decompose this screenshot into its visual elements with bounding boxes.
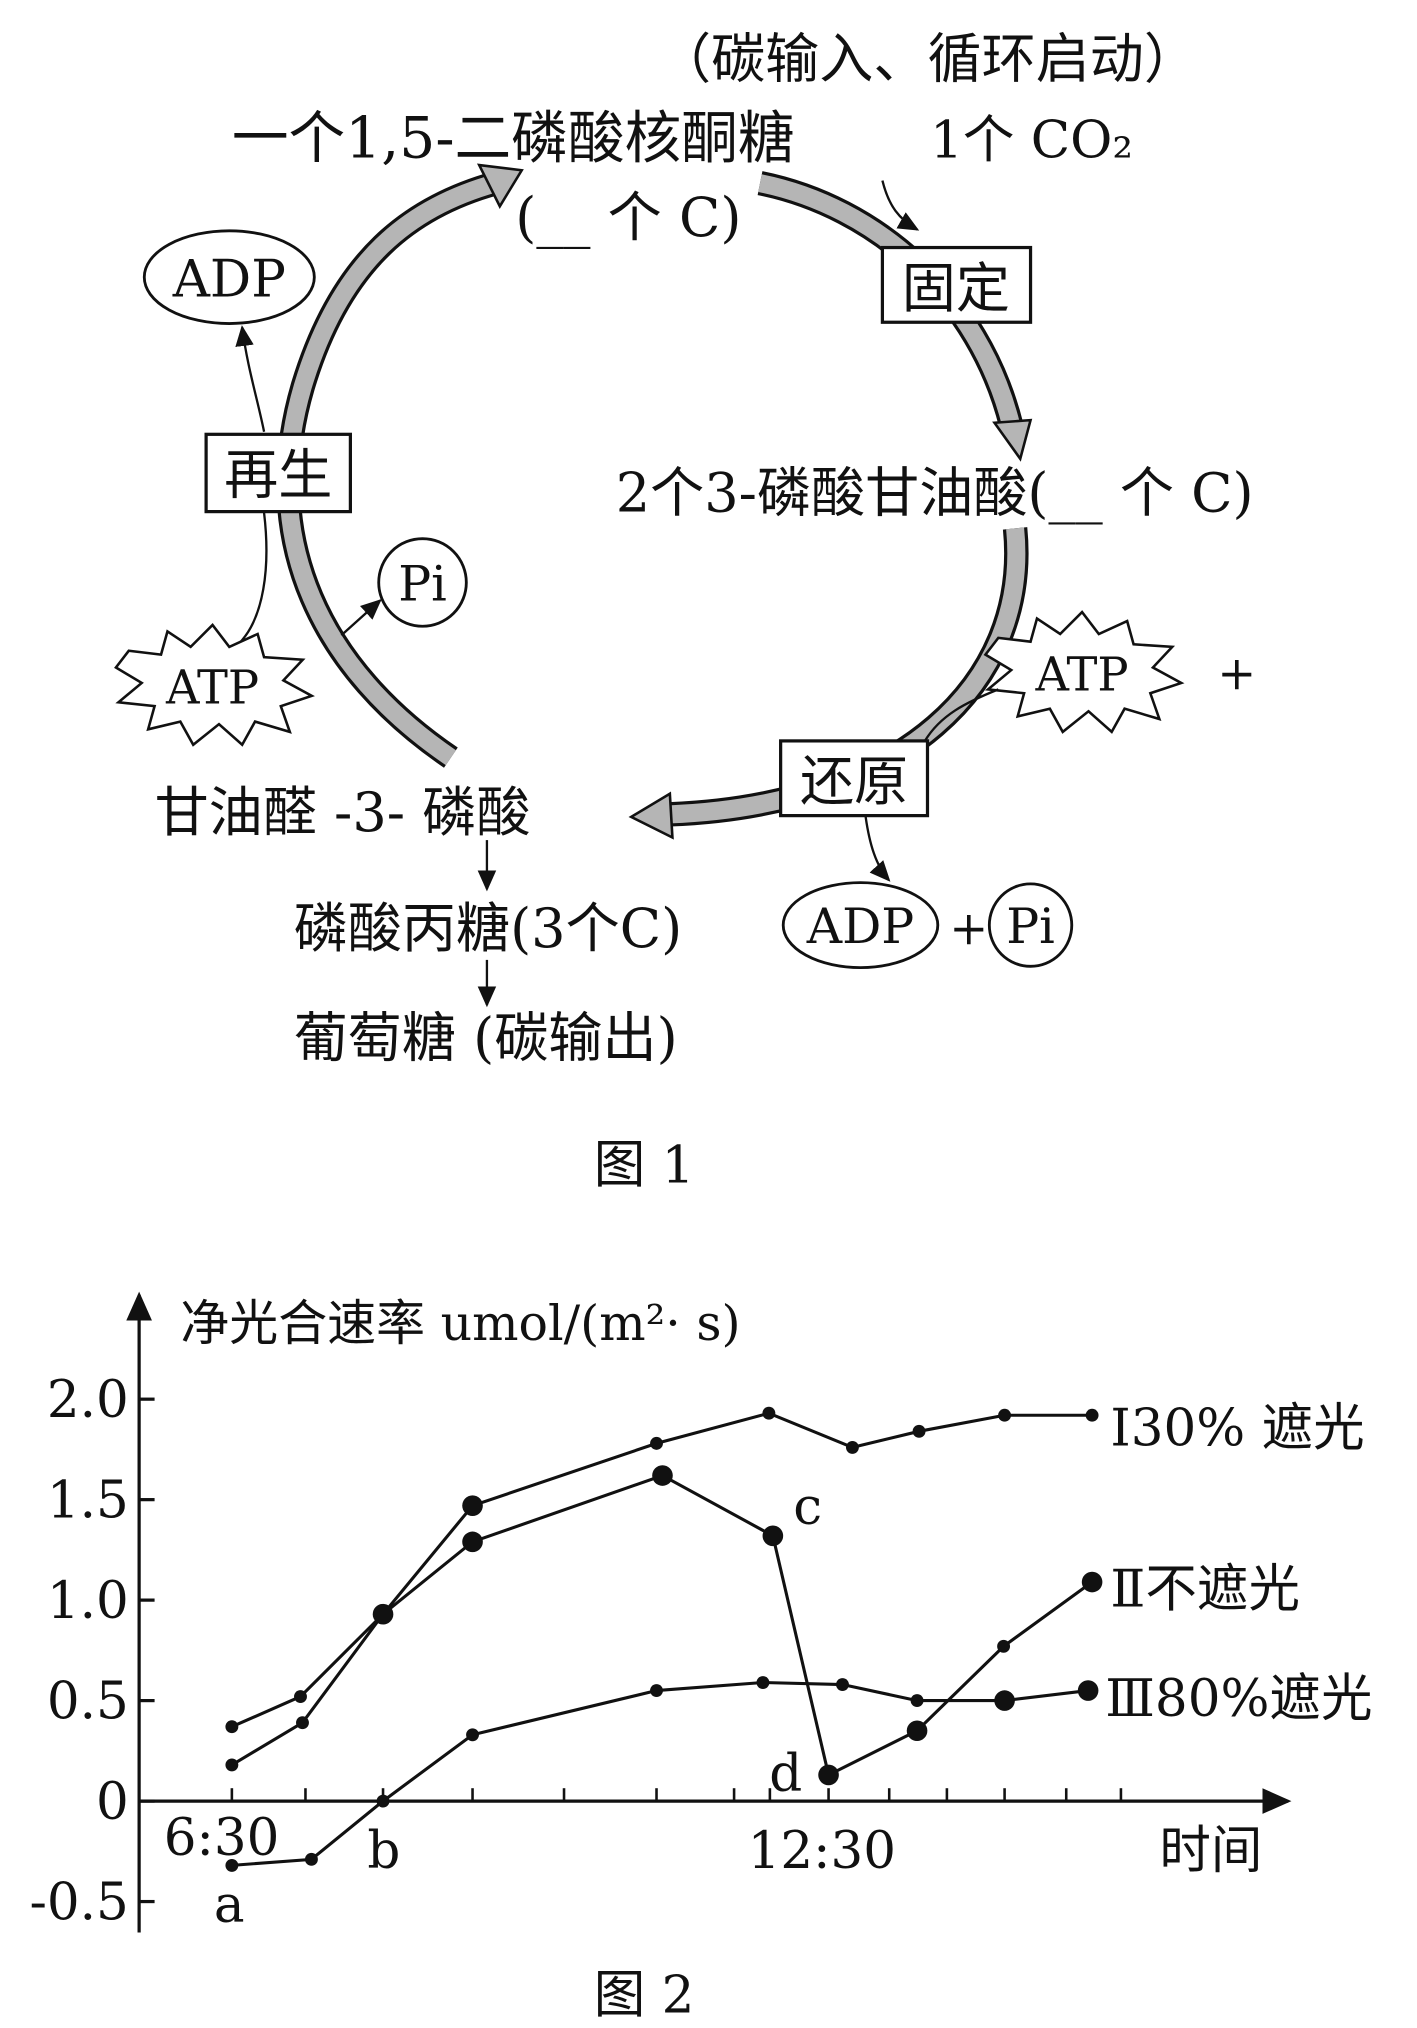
data-point <box>762 1525 784 1547</box>
pi-bottom-label: Pi <box>1006 898 1055 955</box>
series-line-2 <box>231 1473 1094 1778</box>
reduction-adp-arrow <box>864 816 891 882</box>
atp-left-label: ATP <box>165 661 259 715</box>
data-point <box>650 1436 663 1450</box>
atp-left-starburst <box>114 623 315 747</box>
series-line-3 <box>231 1680 1089 1867</box>
fixation-box <box>880 245 1033 324</box>
data-point <box>845 1440 859 1454</box>
data-point <box>652 1465 673 1486</box>
rubp-label: 一个1,5-二磷酸核酮糖 <box>232 105 795 171</box>
y-tick-label: 0 <box>96 1772 129 1832</box>
atp-to-reduction-line <box>923 688 999 742</box>
y-tick-label: 0.5 <box>47 1672 129 1732</box>
rubp-carbon-blank: (__ 个 C) <box>515 186 741 249</box>
pi-bottom-circle <box>987 882 1074 968</box>
fixation-label: 固定 <box>902 257 1010 320</box>
figure1-caption: 图 1 <box>594 1136 695 1196</box>
data-point <box>466 1728 479 1742</box>
data-point <box>304 1852 318 1866</box>
x-ticks <box>230 1788 1123 1802</box>
atp-to-regeneration-line <box>237 512 268 646</box>
series-lines <box>225 1406 1103 1872</box>
legend-series-2: Ⅱ不遮光 <box>1110 1560 1300 1620</box>
y-tick-label: 1.5 <box>47 1471 129 1531</box>
data-point <box>462 1531 483 1553</box>
data-point <box>376 1794 390 1808</box>
annotation-a: a <box>214 1875 245 1935</box>
g3p-label: 甘油醛 -3- 磷酸 <box>155 781 531 844</box>
legend-series-1: Ⅰ30% 遮光 <box>1110 1399 1364 1459</box>
data-point <box>1081 1571 1103 1593</box>
legend-series-3: Ⅲ80%遮光 <box>1105 1669 1372 1729</box>
atp-right-starburst <box>983 610 1185 734</box>
plus-bottom: + <box>949 901 988 955</box>
reduction-label: 还原 <box>800 750 908 813</box>
x-axis-label: 时间 <box>1159 1821 1262 1881</box>
atp-right-label: ATP <box>1035 648 1129 702</box>
annotation-d: d <box>769 1744 802 1804</box>
regeneration-label: 再生 <box>224 444 332 507</box>
data-point <box>818 1764 839 1786</box>
y-tick-label: -0.5 <box>29 1873 128 1933</box>
pi-left-label: Pi <box>398 555 447 612</box>
data-point <box>1077 1680 1099 1701</box>
y-tick-label: 2.0 <box>47 1370 129 1430</box>
data-point <box>225 1720 239 1734</box>
data-point <box>756 1676 770 1689</box>
data-point <box>372 1603 394 1625</box>
x-tick-label-1230: 12:30 <box>748 1821 896 1881</box>
regeneration-arrow <box>276 163 524 768</box>
series-line-1 <box>231 1411 1093 1729</box>
data-point <box>906 1720 928 1742</box>
calvin-cycle-diagram: （碳输入、循环启动） 一个1,5-二磷酸核酮糖 1个 CO₂ (__ 个 C) … <box>114 27 1256 1196</box>
glucose-label: 葡萄糖 (碳输出) <box>294 1007 678 1070</box>
data-point <box>296 1716 309 1730</box>
reduction-box <box>779 739 930 818</box>
figure2-caption: 图 2 <box>594 1965 695 2025</box>
adp-bottom-label: ADP <box>806 898 915 955</box>
data-point <box>1085 1408 1099 1422</box>
x-tick-label-630: 6:30 <box>164 1808 280 1868</box>
data-point <box>462 1495 483 1516</box>
photosynthesis-rate-chart: 净光合速率 umol/(m²· s) 时间 2.01.51.00.50-0.5 … <box>29 1291 1372 2025</box>
data-point <box>997 1639 1011 1653</box>
data-point <box>294 1690 307 1704</box>
data-point <box>836 1678 849 1691</box>
annotation-c: c <box>793 1477 822 1537</box>
adp-arrow <box>235 325 266 432</box>
annotation-b: b <box>367 1821 400 1881</box>
data-point <box>998 1408 1012 1422</box>
y-tick-label: 1.0 <box>47 1571 129 1631</box>
pi-left-circle <box>377 537 468 628</box>
data-point <box>225 1858 239 1872</box>
adp-top-label: ADP <box>172 249 286 309</box>
data-point <box>762 1406 776 1420</box>
plus-right: + <box>1217 646 1256 700</box>
data-point <box>912 1424 926 1438</box>
data-point <box>994 1690 1015 1711</box>
triose-label: 磷酸丙糖(3个C) <box>294 897 682 960</box>
y-ticks: 2.0 1.5 1.0 0.5 0 -0.5 <box>29 1370 155 1933</box>
y-axis-label: 净光合速率 umol/(m²· s) <box>180 1295 740 1352</box>
data-point <box>650 1684 663 1697</box>
regeneration-box <box>204 432 352 514</box>
co2-arrow <box>881 180 920 231</box>
data-point <box>225 1758 239 1772</box>
pga-label: 2个3-磷酸甘油酸(__ 个 C) <box>616 462 1254 525</box>
carbon-input-label: （碳输入、循环启动） <box>657 27 1198 90</box>
data-point <box>910 1694 924 1708</box>
adp-bottom-ellipse <box>781 881 940 970</box>
pi-arrow <box>340 598 382 637</box>
adp-top-ellipse <box>142 229 316 325</box>
co2-label: 1个 CO₂ <box>930 110 1133 170</box>
